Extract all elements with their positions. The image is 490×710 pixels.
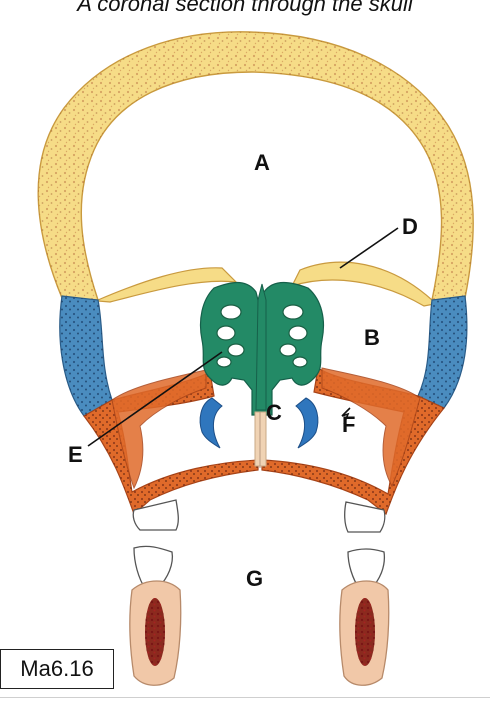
ethmoid-bone (199, 281, 325, 416)
maxilla (83, 366, 445, 516)
inferior-nasal-conchae (199, 397, 319, 449)
label-c: C (266, 400, 282, 425)
label-e: E (68, 442, 83, 467)
zygomatic-texture-left (59, 296, 112, 416)
maxilla-sinus-wall-right (321, 367, 421, 488)
marrow-texture-left (145, 598, 165, 666)
inferior-concha-right (295, 397, 319, 449)
orbital-roof-right (290, 261, 466, 307)
diagram-labels: A B C D E F G (68, 150, 418, 591)
zygomatic-texture-right (418, 296, 467, 408)
lower-tooth-crown-right (347, 548, 386, 591)
lower-tooth-crown-left (133, 545, 174, 591)
figure-title: A coronal section through the skull (77, 0, 413, 16)
upper-tooth-crown-right (344, 501, 386, 533)
label-f: F (342, 412, 355, 437)
orbital-roof-left (61, 267, 238, 303)
cranial-vault-texture (38, 31, 474, 300)
label-g: G (246, 566, 263, 591)
label-d: D (402, 214, 418, 239)
teeth (129, 499, 390, 686)
ethmoid-air-cells (216, 304, 308, 368)
crista-galli (255, 283, 267, 411)
label-b: B (364, 325, 380, 350)
upper-tooth-crown-left (132, 499, 179, 531)
inferior-concha-left (199, 397, 223, 449)
maxilla-sinus-wall-left (111, 369, 207, 490)
zygomatic-bones (59, 295, 468, 417)
leader-line-f (341, 407, 351, 425)
leader-line-e (87, 351, 223, 447)
figure-reference-box: Ma6.16 (0, 649, 114, 689)
leader-line-d (339, 227, 399, 269)
leader-lines (87, 227, 399, 447)
label-a: A (254, 150, 270, 175)
bottom-divider (0, 697, 490, 698)
marrow-texture-right (355, 598, 375, 666)
figure-reference-code: Ma6.16 (20, 656, 94, 681)
